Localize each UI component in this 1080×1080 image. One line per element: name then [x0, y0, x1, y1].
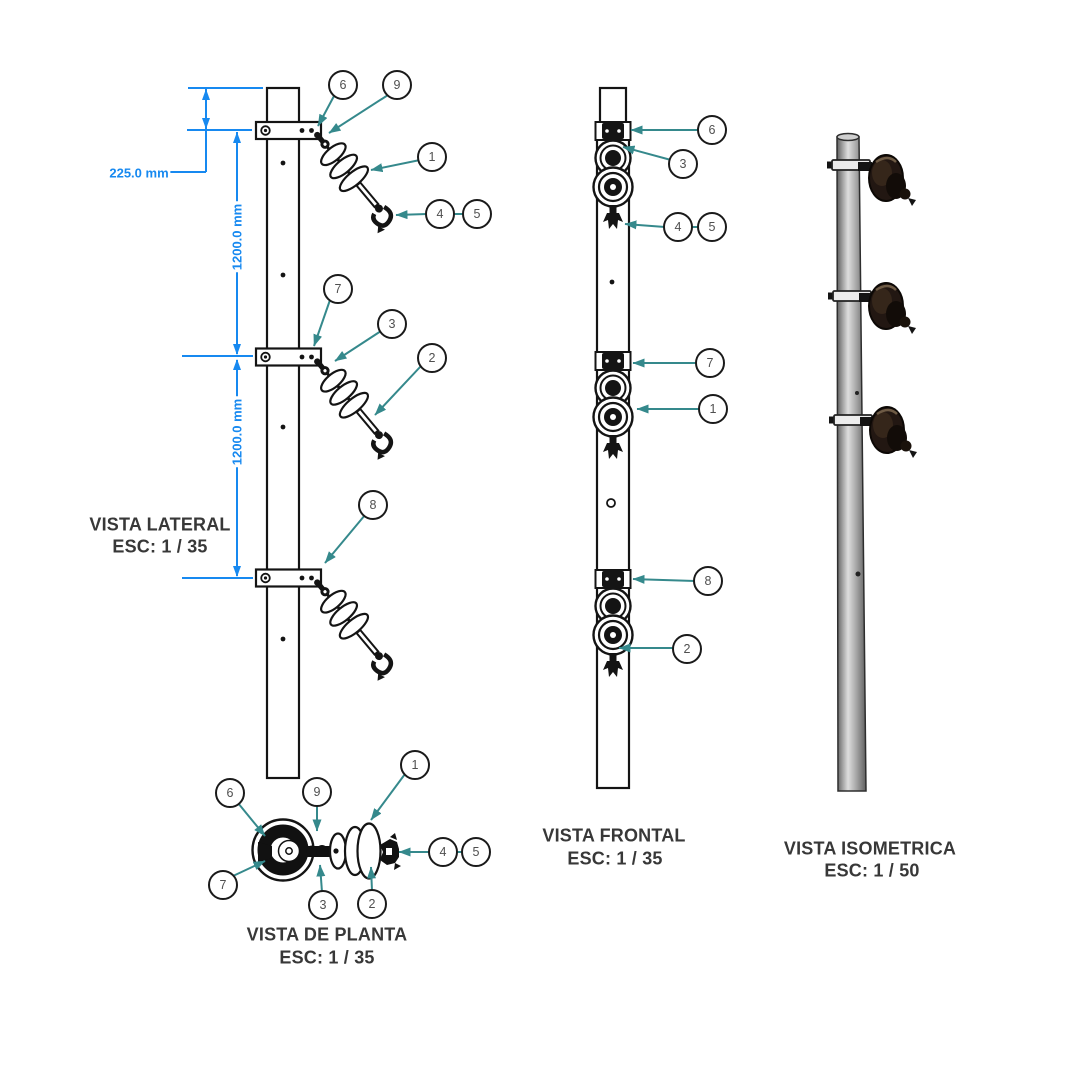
dimension-lines [163, 87, 263, 579]
lateral-view-title: VISTA LATERAL [89, 514, 231, 535]
balloon-callout: 2 [672, 634, 702, 664]
balloon-callout: 5 [461, 837, 491, 867]
dimension-bay2-label: 1200.0 mm [229, 396, 245, 468]
balloon-callout: 6 [697, 115, 727, 145]
balloon-callout: 2 [357, 889, 387, 919]
dimension-bay1-label: 1200.0 mm [229, 201, 245, 273]
balloon-callout: 2 [417, 343, 447, 373]
isometric-view-title: VISTA ISOMETRICA [783, 838, 957, 859]
balloon-callout: 1 [698, 394, 728, 424]
frontal-view-scale: ESC: 1 / 35 [567, 848, 663, 869]
balloon-callout: 4 [663, 212, 693, 242]
dimension-arrowheads [202, 89, 241, 577]
frontal-leaders [618, 125, 700, 653]
balloon-callout: 4 [425, 199, 455, 229]
balloon-callout: 7 [323, 274, 353, 304]
balloon-callout: 6 [215, 778, 245, 808]
balloon-callout: 7 [208, 870, 238, 900]
balloon-callout: 8 [358, 490, 388, 520]
isometric-view-geometry [826, 132, 919, 792]
balloon-callout: 1 [400, 750, 430, 780]
plan-view-scale: ESC: 1 / 35 [279, 947, 375, 968]
balloon-callout: 4 [428, 837, 458, 867]
balloon-callout: 8 [693, 566, 723, 596]
balloon-callout: 5 [462, 199, 492, 229]
balloon-callout: 3 [308, 890, 338, 920]
balloon-callout: 3 [377, 309, 407, 339]
dimension-offset-label: 225.0 mm [107, 165, 171, 181]
plan-view-geometry [251, 818, 401, 882]
balloon-callout: 6 [328, 70, 358, 100]
frontal-view-title: VISTA FRONTAL [542, 825, 686, 846]
balloon-callout: 1 [417, 142, 447, 172]
lateral-view-scale: ESC: 1 / 35 [112, 536, 208, 557]
balloon-callout: 5 [697, 212, 727, 242]
balloon-callout: 7 [695, 348, 725, 378]
balloon-callout: 3 [668, 149, 698, 179]
balloon-callout: 9 [302, 777, 332, 807]
plan-view-title: VISTA DE PLANTA [246, 924, 408, 945]
balloon-callout: 9 [382, 70, 412, 100]
lateral-view-geometry [254, 86, 405, 780]
frontal-view-geometry [592, 86, 634, 790]
isometric-view-scale: ESC: 1 / 50 [824, 860, 920, 881]
lateral-leaders [313, 94, 464, 564]
